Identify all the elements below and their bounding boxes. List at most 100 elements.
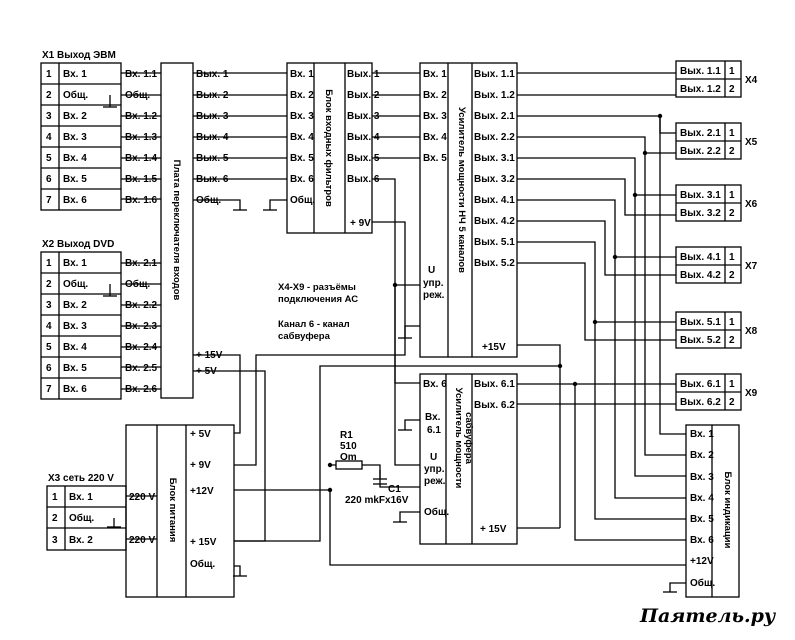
svg-text:2: 2 [729,270,735,281]
svg-text:4: 4 [46,321,52,332]
svg-text:Вх. 1: Вх. 1 [290,69,314,80]
svg-text:Вх. 2.3: Вх. 2.3 [125,321,158,332]
svg-text:Вых. 5.1: Вых. 5.1 [474,237,515,248]
filter-block-title: Блок входных фильтров [323,89,334,207]
watermark: Паятель.ру [639,605,777,627]
c1-name: C1 [388,484,401,495]
svg-text:+15V: +15V [482,342,506,353]
svg-text:6.1: 6.1 [427,425,441,436]
svg-text:Вх. 3: Вх. 3 [63,132,87,143]
svg-text:Вх. 5: Вх. 5 [63,363,87,374]
svg-text:Вх. 1: Вх. 1 [690,429,714,440]
svg-text:Вх. 1: Вх. 1 [69,492,93,503]
svg-text:2: 2 [729,208,735,219]
svg-text:Общ.: Общ. [125,278,150,290]
sub-amp-title-1: Усилитель мощности [453,388,464,489]
x3-title: X3 сеть 220 V [48,473,114,484]
svg-text:1: 1 [46,258,52,269]
svg-text:2: 2 [729,84,735,95]
svg-text:220 V: 220 V [129,492,155,503]
svg-text:Вх. 2: Вх. 2 [63,111,87,122]
svg-text:Вых. 2.1: Вых. 2.1 [680,128,721,139]
indicator-title: Блок индикации [722,472,733,549]
svg-text:X6: X6 [745,199,758,210]
svg-text:Вх. 5: Вх. 5 [423,153,447,164]
c1-value: 220 mkFx16V [345,495,409,506]
svg-text:Вх. 4: Вх. 4 [63,153,87,164]
svg-text:Вх. 3: Вх. 3 [690,472,714,483]
svg-text:Вх. 6: Вх. 6 [690,535,714,546]
switch-board-p5: + 5V [196,366,217,377]
switch-board-title: Плата переключателя входов [171,160,182,301]
svg-text:реж.: реж. [424,476,446,487]
svg-text:1: 1 [729,128,735,139]
svg-text:Вых. 4.1: Вых. 4.1 [680,252,721,263]
svg-text:Вых. 6.2: Вых. 6.2 [474,400,515,411]
capacitor-c1 [373,470,387,485]
svg-text:6: 6 [46,363,52,374]
svg-text:1: 1 [729,379,735,390]
svg-text:Общ.: Общ. [290,194,315,206]
svg-text:Вх. 1.3: Вх. 1.3 [125,132,158,143]
output-connector-frames [675,60,742,411]
sub-amp-labels: Вх. 6 Вх. 6.1 U упр. реж. Общ. Вых. 6.1 … [423,379,515,535]
note-line-4: сабвуфера [278,331,331,342]
svg-text:упр.: упр. [424,464,445,475]
svg-text:Вых. 1.2: Вых. 1.2 [680,84,721,95]
svg-text:Вых. 3: Вых. 3 [347,111,380,122]
svg-text:Вх. 4: Вх. 4 [423,132,447,143]
svg-text:Вых. 3.1: Вых. 3.1 [680,190,721,201]
svg-text:2: 2 [46,279,52,290]
svg-text:X5: X5 [745,137,758,148]
svg-text:Вых. 4.1: Вых. 4.1 [474,195,515,206]
svg-text:Вх. 2: Вх. 2 [290,90,314,101]
junction-dots [327,113,663,493]
svg-text:Вых. 1.2: Вых. 1.2 [474,90,515,101]
note-line-3: Канал 6 - канал [278,319,350,330]
svg-text:Вх. 4: Вх. 4 [63,342,87,353]
svg-text:Общ.: Общ. [690,577,715,589]
amp5-title: Усилитель мощности НЧ 5 каналов [456,107,467,273]
svg-text:Вых. 5.2: Вых. 5.2 [474,258,515,269]
svg-text:2: 2 [729,335,735,346]
svg-text:Вх. 1: Вх. 1 [63,258,87,269]
svg-text:Вх. 5: Вх. 5 [690,514,714,525]
svg-text:Вых. 3: Вых. 3 [196,111,229,122]
indicator-labels: Вх. 1 Вх. 2 Вх. 3 Вх. 4 Вх. 5 Вх. 6 +12V… [690,429,715,589]
svg-text:5: 5 [46,342,52,353]
svg-text:Вх. 6: Вх. 6 [290,174,314,185]
svg-text:Вх.: Вх. [425,412,441,423]
svg-text:2: 2 [729,397,735,408]
svg-text:2: 2 [729,146,735,157]
resistor-r1 [335,460,363,470]
svg-text:Вых. 2.2: Вых. 2.2 [474,132,515,143]
svg-text:Вых. 1: Вых. 1 [196,69,229,80]
svg-text:Вх. 2: Вх. 2 [423,90,447,101]
svg-text:3: 3 [46,111,52,122]
svg-text:7: 7 [46,384,52,395]
svg-text:Вых. 5: Вых. 5 [347,153,380,164]
svg-text:+ 9V: + 9V [350,218,371,229]
svg-text:Вых. 3.2: Вых. 3.2 [680,208,721,219]
svg-text:Вх. 2.1: Вх. 2.1 [125,258,158,269]
switch-board-p15: + 15V [196,350,223,361]
svg-text:+ 15V: + 15V [480,524,507,535]
svg-text:Вх. 6: Вх. 6 [63,195,87,206]
svg-text:Вых. 6: Вых. 6 [347,174,380,185]
svg-text:+ 9V: + 9V [190,460,211,471]
svg-text:Вых. 4: Вых. 4 [196,132,229,143]
svg-text:реж.: реж. [423,290,445,301]
svg-text:Вх. 4: Вх. 4 [290,132,314,143]
svg-text:4: 4 [46,132,52,143]
svg-text:Общ.: Общ. [69,512,94,524]
svg-text:Вх. 3: Вх. 3 [290,111,314,122]
svg-text:6: 6 [46,174,52,185]
svg-text:Вх. 1.1: Вх. 1.1 [125,69,158,80]
svg-text:Вых. 4.2: Вых. 4.2 [680,270,721,281]
svg-text:3: 3 [46,300,52,311]
svg-text:Вх. 2.2: Вх. 2.2 [125,300,158,311]
svg-text:220 V: 220 V [129,535,155,546]
